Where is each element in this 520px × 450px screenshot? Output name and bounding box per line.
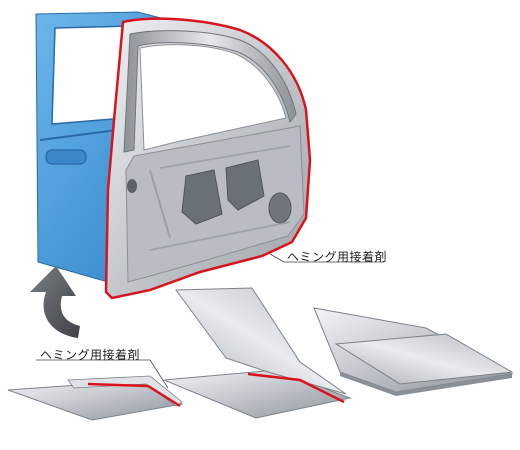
door-handle (45, 149, 87, 165)
panel-adhesive-label: ヘミング用接着剤 (40, 348, 141, 362)
adhesive-line-1 (87, 382, 181, 408)
panel-label-leader (36, 359, 169, 389)
curved-arrow-icon (30, 266, 80, 338)
inner-door-panel (104, 17, 312, 300)
adhesive-line-2 (247, 372, 345, 404)
door-label-leader (269, 253, 384, 263)
hem-step-3 (313, 307, 514, 396)
hem-step-2 (163, 287, 352, 419)
door-adhesive-label: ヘミング用接着剤 (287, 250, 388, 264)
hem-step-1 (7, 375, 184, 421)
